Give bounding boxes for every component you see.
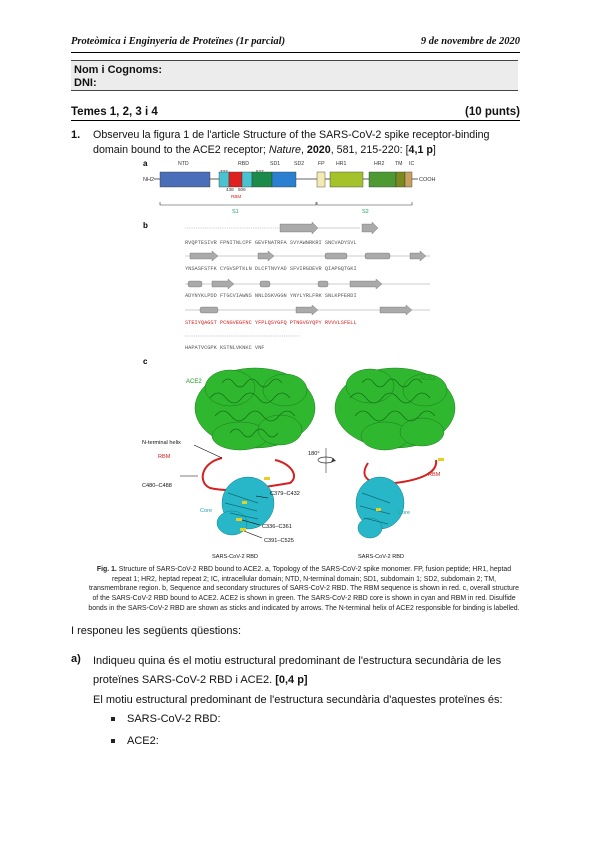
annotation-arrows-left: [180, 444, 269, 539]
structure-right: [334, 367, 456, 539]
student-info-box[interactable]: Nom i Cognoms: DNI:: [71, 60, 518, 91]
domain-label-hr2: HR2: [374, 161, 384, 167]
domain-fp: [316, 171, 326, 188]
domain-rbd-core-2: [241, 171, 253, 188]
domain-hr1: [329, 171, 364, 188]
question-points: 4,1 p: [408, 144, 433, 156]
sequence-line-2: YNSASFSTFK CYGVSPTKLN DLCFTNVYAD SFVIRGD…: [185, 266, 357, 272]
domain-hr2: [368, 171, 397, 188]
domain-label-fp: FP: [318, 161, 325, 167]
journal-name: Nature: [268, 144, 301, 156]
core-right-label: Core: [398, 510, 410, 516]
sequence-line-5: HAPATVCGPK KSTNLVKNKC VNF: [185, 345, 264, 351]
caption-text: Structure of SARS-CoV-2 RBD bound to ACE…: [88, 566, 520, 612]
c-terminus-label: COOH: [419, 177, 436, 183]
rbm-right-label: RBM: [428, 472, 441, 478]
ace2-right-label: ACE2: [420, 376, 436, 382]
sequence-line-3: ADYNYKLPDD FTGCVIAWNS NNLDSKVGGN YNYLYRL…: [185, 293, 357, 299]
exam-date: 9 de novembre de 2020: [420, 36, 520, 47]
domain-rbm: [228, 171, 243, 188]
rbd-start: 333: [220, 169, 228, 174]
structure-left: [180, 367, 316, 539]
domain-labels: NTD RBD SD1 SD2 FP HR1 HR2 TM IC: [178, 161, 414, 167]
question-a-points: [0,4 p]: [275, 674, 308, 686]
domain-label-rbd: RBD: [238, 161, 249, 167]
disulfide-c480-c488: C480–C488: [142, 483, 172, 489]
core-left: [216, 476, 275, 536]
domain-ntd: [159, 171, 211, 188]
s2-label: S2: [362, 209, 369, 215]
domain-label-hr1: HR1: [336, 161, 346, 167]
rbm-start: 438: [226, 187, 234, 192]
core-right: [355, 476, 405, 539]
domain-label-tm: TM: [395, 161, 403, 167]
ace2-left-helices: [209, 378, 296, 438]
domain-rbd-core-1: [218, 171, 230, 188]
question-a-text: Indiqueu quina és el motiu estructural p…: [93, 655, 502, 686]
sequence-line-1: RVQPTESIVR FPNITNLCPF GEVFNATRFA SVYAWNR…: [185, 240, 357, 246]
n-terminus-label: NH2: [143, 177, 154, 183]
s1-label: S1: [232, 209, 239, 215]
answer-intro: El motiu estructural predominant de l'es…: [93, 694, 503, 706]
answer-item-ace2[interactable]: ACE2:: [111, 735, 159, 747]
sequence-line-4: STEIYQAGST PCNGVEGFNC YFPLQSYGFQ PTNGVGY…: [185, 320, 357, 326]
domain-label-ntd: NTD: [178, 161, 189, 167]
disulfide-c379-c432: C379–C432: [270, 491, 300, 497]
section-rule: [71, 120, 520, 121]
ace2-left: [194, 367, 316, 451]
caption-label: Fig. 1.: [96, 566, 117, 573]
bullet-icon: [111, 717, 115, 722]
figure-1: a NTD RBD SD1 SD2 FP HR1 HR2 TM IC 333 5…: [140, 158, 520, 568]
rbd-end: 527: [256, 169, 264, 174]
journal-year: 2020: [306, 144, 331, 156]
domain-ic: [404, 171, 413, 188]
secondary-structure-track-4: [185, 304, 430, 316]
ace2-left-label: ACE2: [186, 379, 202, 385]
domain-bar: [159, 171, 413, 188]
panel-c-label: c: [143, 357, 148, 366]
rbm-label: RBM: [231, 194, 241, 199]
domain-sd1: [251, 171, 273, 188]
answer-item-rbd[interactable]: SARS-CoV-2 RBD:: [111, 713, 221, 725]
n-terminal-helix-label: N-terminal helix: [142, 440, 181, 446]
rbd-left-label: SARS-CoV-2 RBD: [212, 554, 258, 560]
topics-heading: Temes 1, 2, 3 i 4: [71, 106, 158, 118]
figure-caption: Fig. 1. Structure of SARS-CoV-2 RBD boun…: [88, 565, 520, 614]
question-number: 1.: [71, 129, 81, 141]
secondary-structure-track-2: [185, 250, 430, 262]
domain-label-sd2: SD2: [294, 161, 304, 167]
domain-label-ic: IC: [409, 161, 414, 167]
name-label: Nom i Cognoms:: [74, 64, 162, 76]
header-rule: [71, 52, 520, 53]
rotation-label: 180°: [308, 451, 320, 457]
s2-bracket: [316, 202, 413, 206]
question-text: Observeu la figura 1 de l'article Struct…: [93, 129, 490, 156]
disulfide-sticks-left: [236, 477, 270, 531]
domain-label-sd1: SD1: [270, 161, 280, 167]
rbd-right-label: SARS-CoV-2 RBD: [358, 554, 404, 560]
id-label: DNI:: [74, 77, 97, 89]
rbm-end: 506: [238, 187, 246, 192]
section-points: (10 punts): [465, 106, 520, 118]
panel-a-label: a: [143, 159, 148, 168]
domain-tm: [395, 171, 406, 188]
question-a-label: a): [71, 653, 81, 665]
disulfide-c391-c525: C391–C525: [264, 538, 294, 544]
course-title: Proteòmica i Enginyeria de Proteïnes (1r…: [71, 36, 286, 47]
domain-sd2: [271, 171, 297, 188]
bullet-icon: [111, 739, 115, 744]
disulfide-c336-c361: C336–C361: [262, 524, 292, 530]
questions-intro: I responeu les següents qüestions:: [71, 625, 242, 637]
rotation-icon: [317, 448, 336, 473]
rbm-left-label: RBM: [158, 454, 171, 460]
core-left-label: Core: [200, 508, 212, 514]
panel-b-label: b: [143, 221, 148, 230]
s1-bracket: [159, 202, 317, 206]
secondary-structure-track-1: [185, 221, 379, 235]
secondary-structure-track-3: [185, 278, 430, 290]
